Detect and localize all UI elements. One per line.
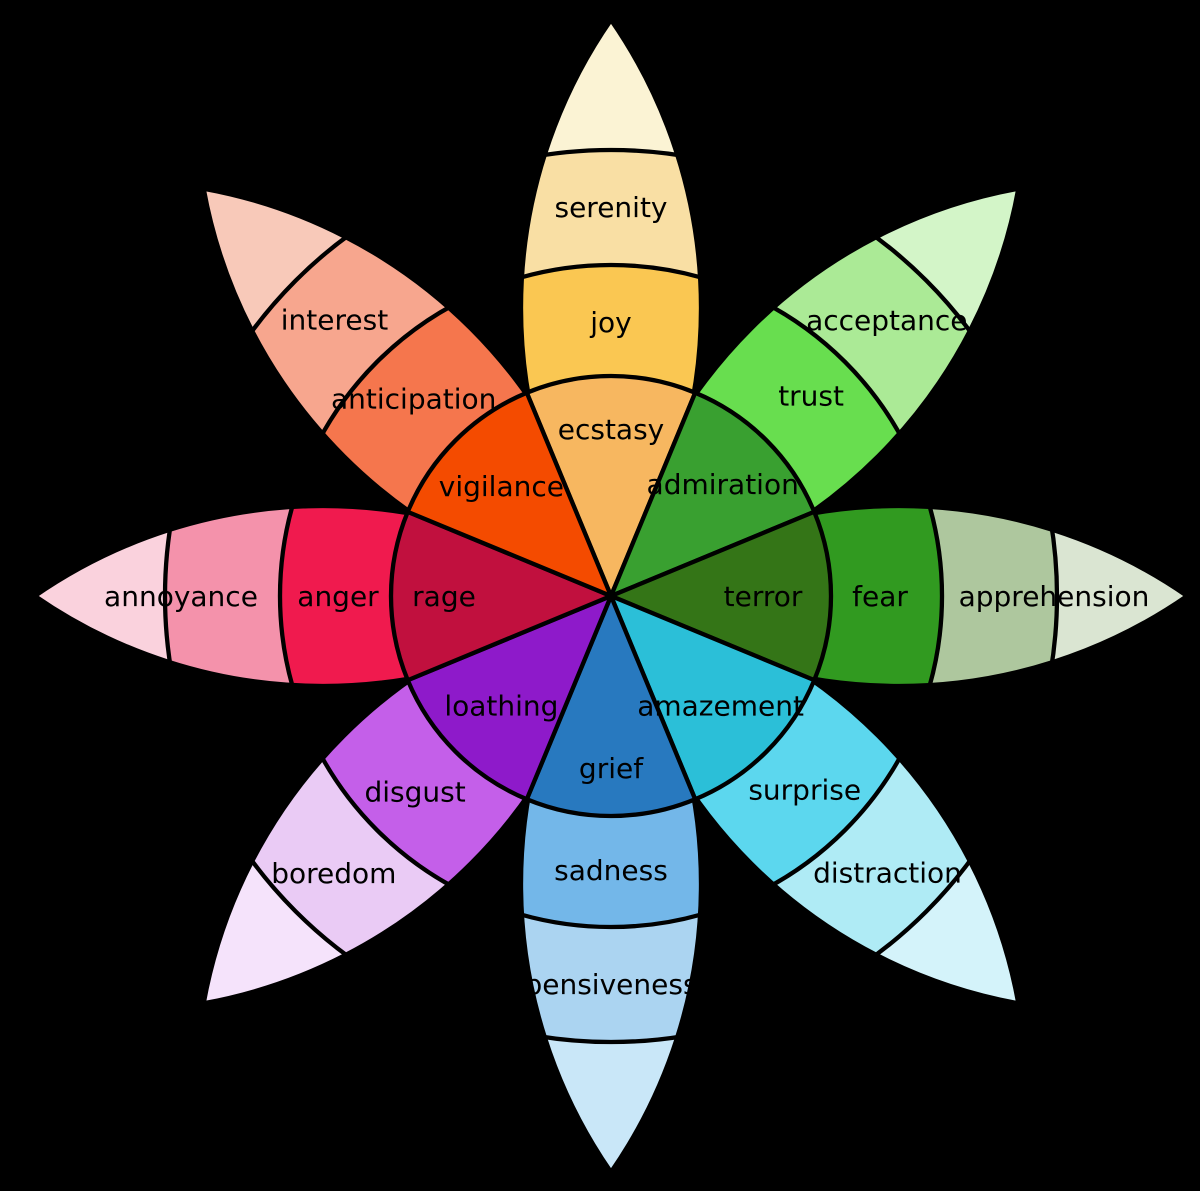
wedge-vigilance <box>404 389 615 600</box>
wedge-ecstasy <box>524 373 698 602</box>
emotion-label-annoyance: annoyance <box>104 580 258 613</box>
band-boundary-arc <box>162 505 611 687</box>
emotion-label-grief: grief <box>579 752 644 785</box>
emotion-label-serenity: serenity <box>554 191 667 224</box>
emotion-label-acceptance: acceptance <box>806 304 967 337</box>
emotion-label-trust: trust <box>778 380 844 413</box>
emotion-label-sadness: sadness <box>554 854 668 887</box>
band-boundary-arc <box>277 505 611 687</box>
band-boundary-arc <box>520 596 702 930</box>
emotion-label-ecstasy: ecstasy <box>558 413 665 446</box>
wedge-grief <box>524 590 698 819</box>
emotion-label-vigilance: vigilance <box>439 470 564 503</box>
emotion-label-surprise: surprise <box>748 774 861 807</box>
emotion-label-boredom: boredom <box>271 857 396 890</box>
wedge-rage <box>388 509 617 683</box>
emotion-label-interest: interest <box>281 303 388 336</box>
band-boundary-arc <box>520 596 702 1045</box>
emotion-label-admiration: admiration <box>647 468 799 501</box>
emotion-label-disgust: disgust <box>364 776 465 809</box>
emotion-label-pensiveness: pensiveness <box>524 968 697 1001</box>
emotion-label-anticipation: anticipation <box>331 383 496 416</box>
wedge-admiration <box>607 389 818 600</box>
labels-layer: ecstasy joy serenity admiration trust accepta… <box>104 191 1149 1001</box>
band-boundary-arc <box>520 262 702 596</box>
emotion-label-apprehension: apprehension <box>959 580 1150 613</box>
band-boundary-arc <box>520 147 702 596</box>
emotion-label-joy: joy <box>589 306 631 339</box>
band-boundary-arc <box>611 505 945 687</box>
band-boundary-arc <box>547 262 945 660</box>
emotion-label-terror: terror <box>724 580 803 613</box>
inner-wedges-layer <box>388 373 834 819</box>
wedge-terror <box>605 509 834 683</box>
emotion-label-rage: rage <box>412 580 476 613</box>
emotion-label-anger: anger <box>297 580 379 613</box>
band-boundary-arc <box>277 532 675 930</box>
emotion-label-loathing: loathing <box>444 689 558 722</box>
emotion-label-amazement: amazement <box>637 689 804 722</box>
wedge-amazement <box>607 592 818 803</box>
emotion-label-fear: fear <box>852 580 908 613</box>
band-boundary-arc <box>611 505 1060 687</box>
band-boundary-arc <box>277 262 675 660</box>
emotion-label-distraction: distraction <box>813 856 962 889</box>
wedge-loathing <box>404 592 615 803</box>
